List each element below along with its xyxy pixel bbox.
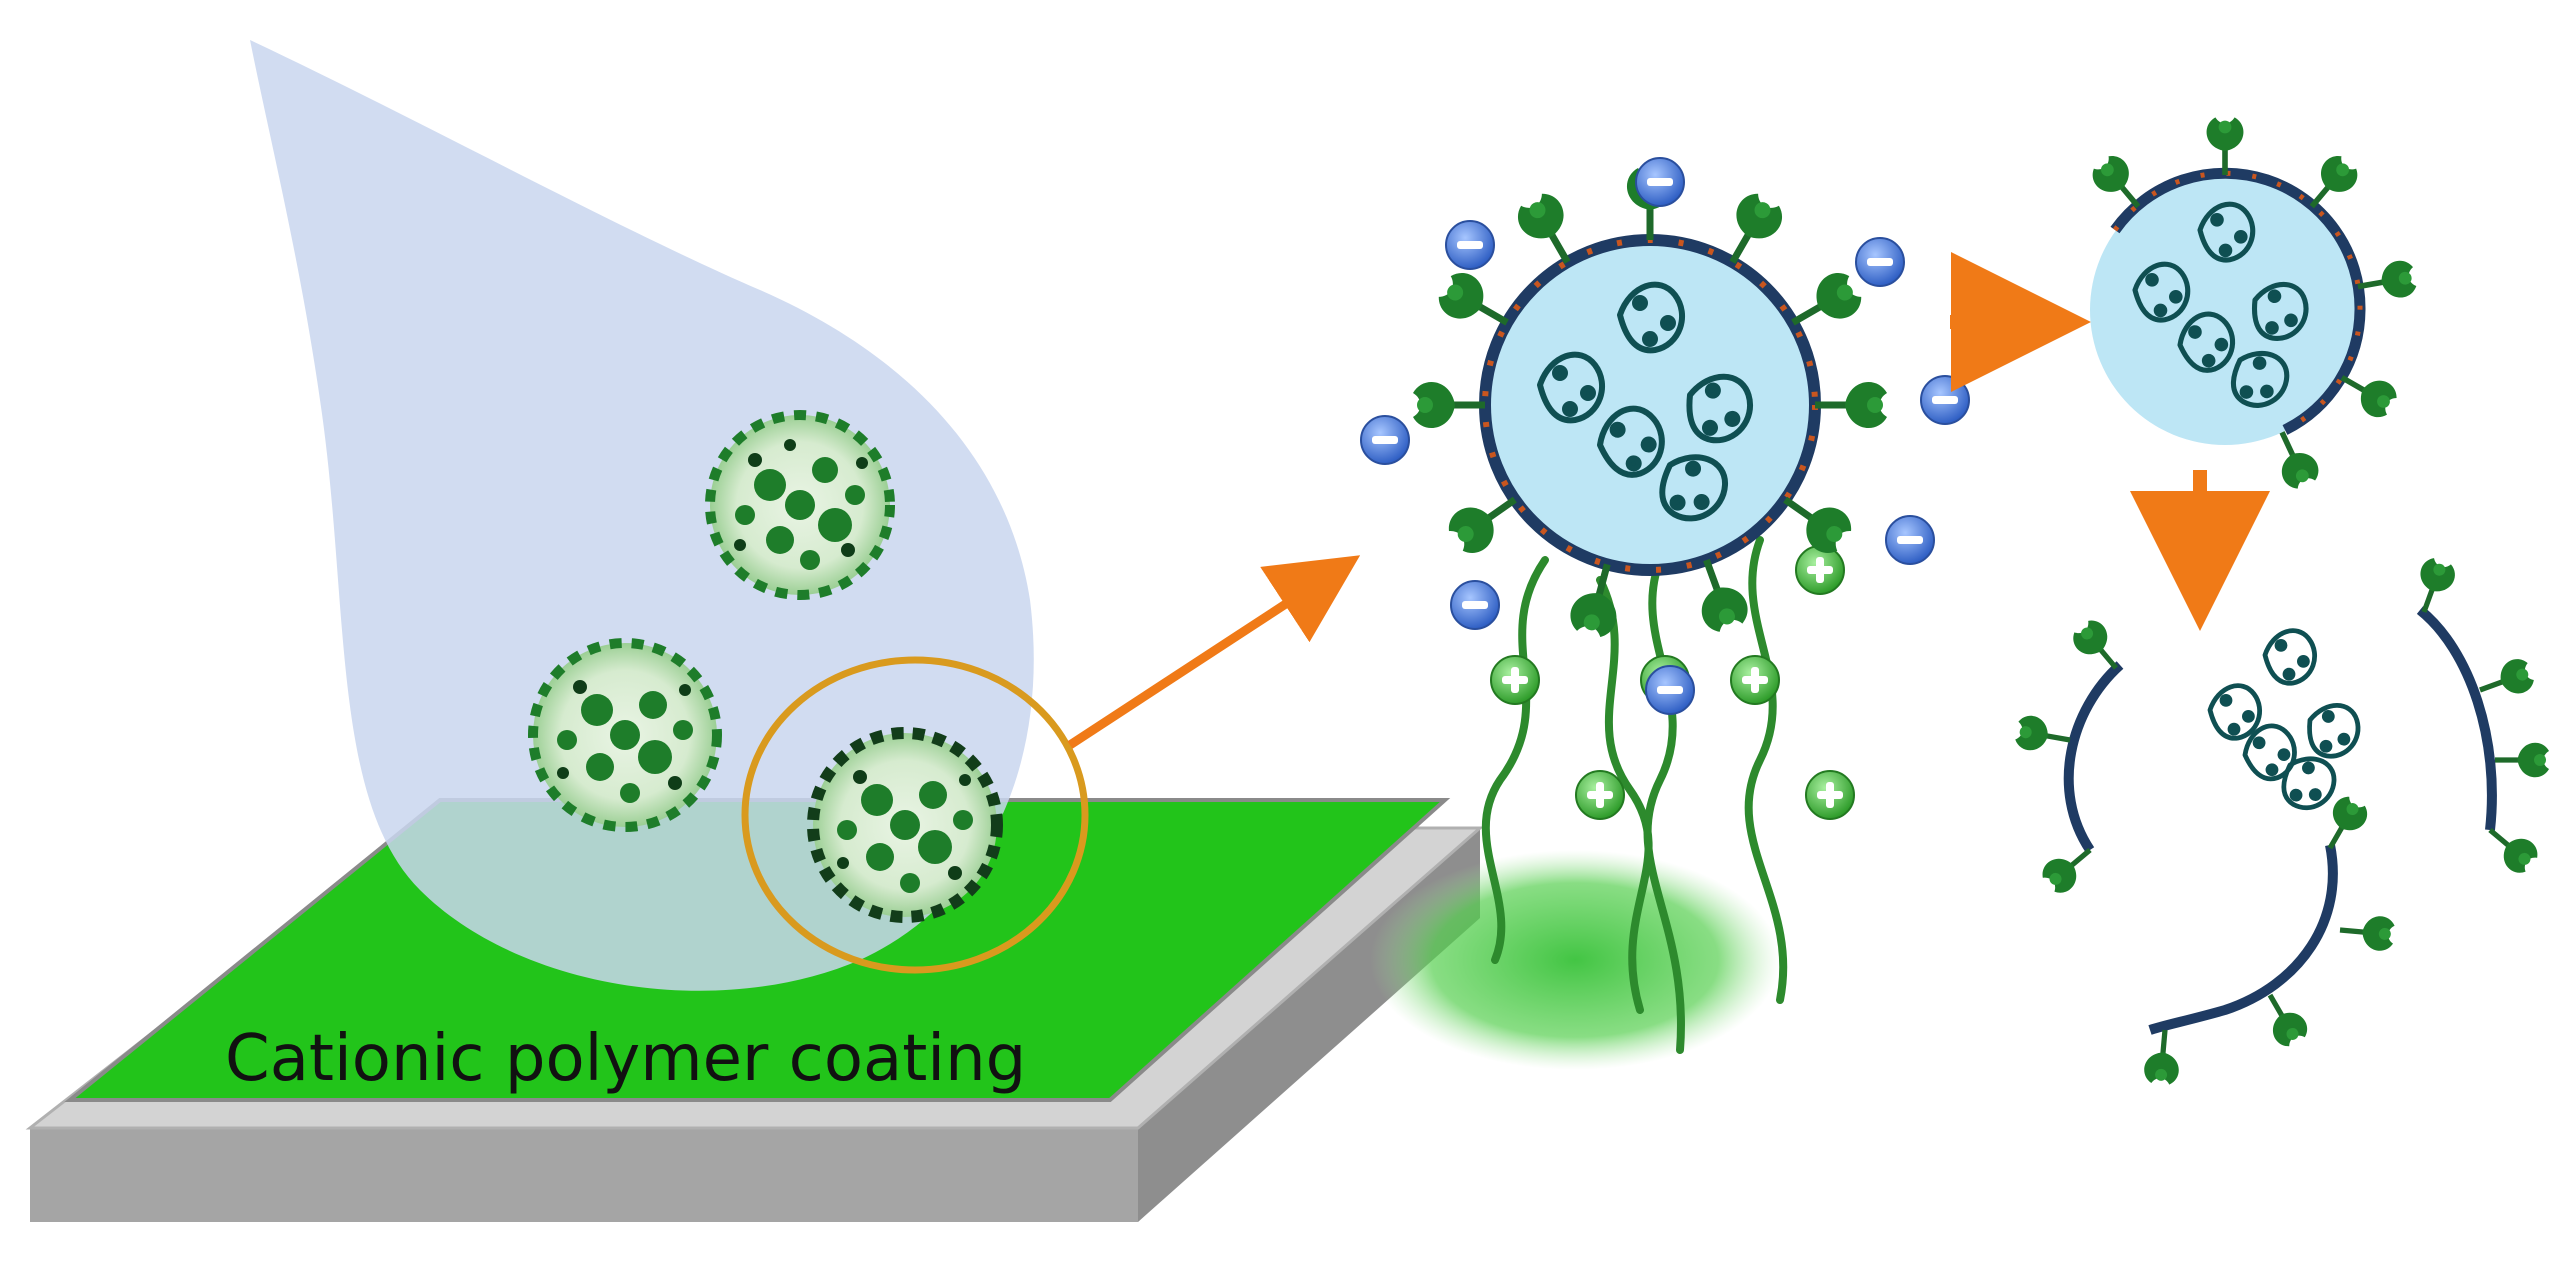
minus-icon: [1450, 580, 1500, 630]
envelope-fragment-right: [2408, 555, 2549, 878]
minus-icon: [1885, 515, 1935, 565]
virion-middle: [528, 638, 722, 832]
coating-glow: [1370, 850, 1780, 1070]
plus-icon: [1490, 655, 1540, 705]
zoom-lens-ring: [741, 656, 1089, 974]
minus-icon: [1635, 157, 1685, 207]
enveloped-virus-closeup: [1413, 168, 1887, 640]
minus-icon: [1855, 237, 1905, 287]
zoom-arrow: [1067, 555, 1361, 749]
envelope-fragment-bottom: [2143, 793, 2395, 1086]
droplet: [250, 40, 1034, 991]
coating-label: Cationic polymer coating: [225, 1022, 1026, 1096]
minus-icon: [1645, 665, 1695, 715]
disrupted-virus: [2087, 117, 2418, 492]
minus-icon: [1360, 415, 1410, 465]
minus-icon: [1920, 375, 1970, 425]
minus-icon: [1445, 220, 1495, 270]
polymer-chains: [1481, 536, 1788, 1054]
virion-top: [705, 410, 895, 600]
envelope-fragment-left: [2014, 616, 2129, 898]
virion-attached: [807, 727, 1003, 923]
plus-icon: [1805, 770, 1855, 820]
plus-icon: [1795, 545, 1845, 595]
plus-icon: [1730, 655, 1780, 705]
substrate-side: [30, 1128, 1138, 1222]
released-rna: [2210, 631, 2365, 819]
plus-icon: [1575, 770, 1625, 820]
